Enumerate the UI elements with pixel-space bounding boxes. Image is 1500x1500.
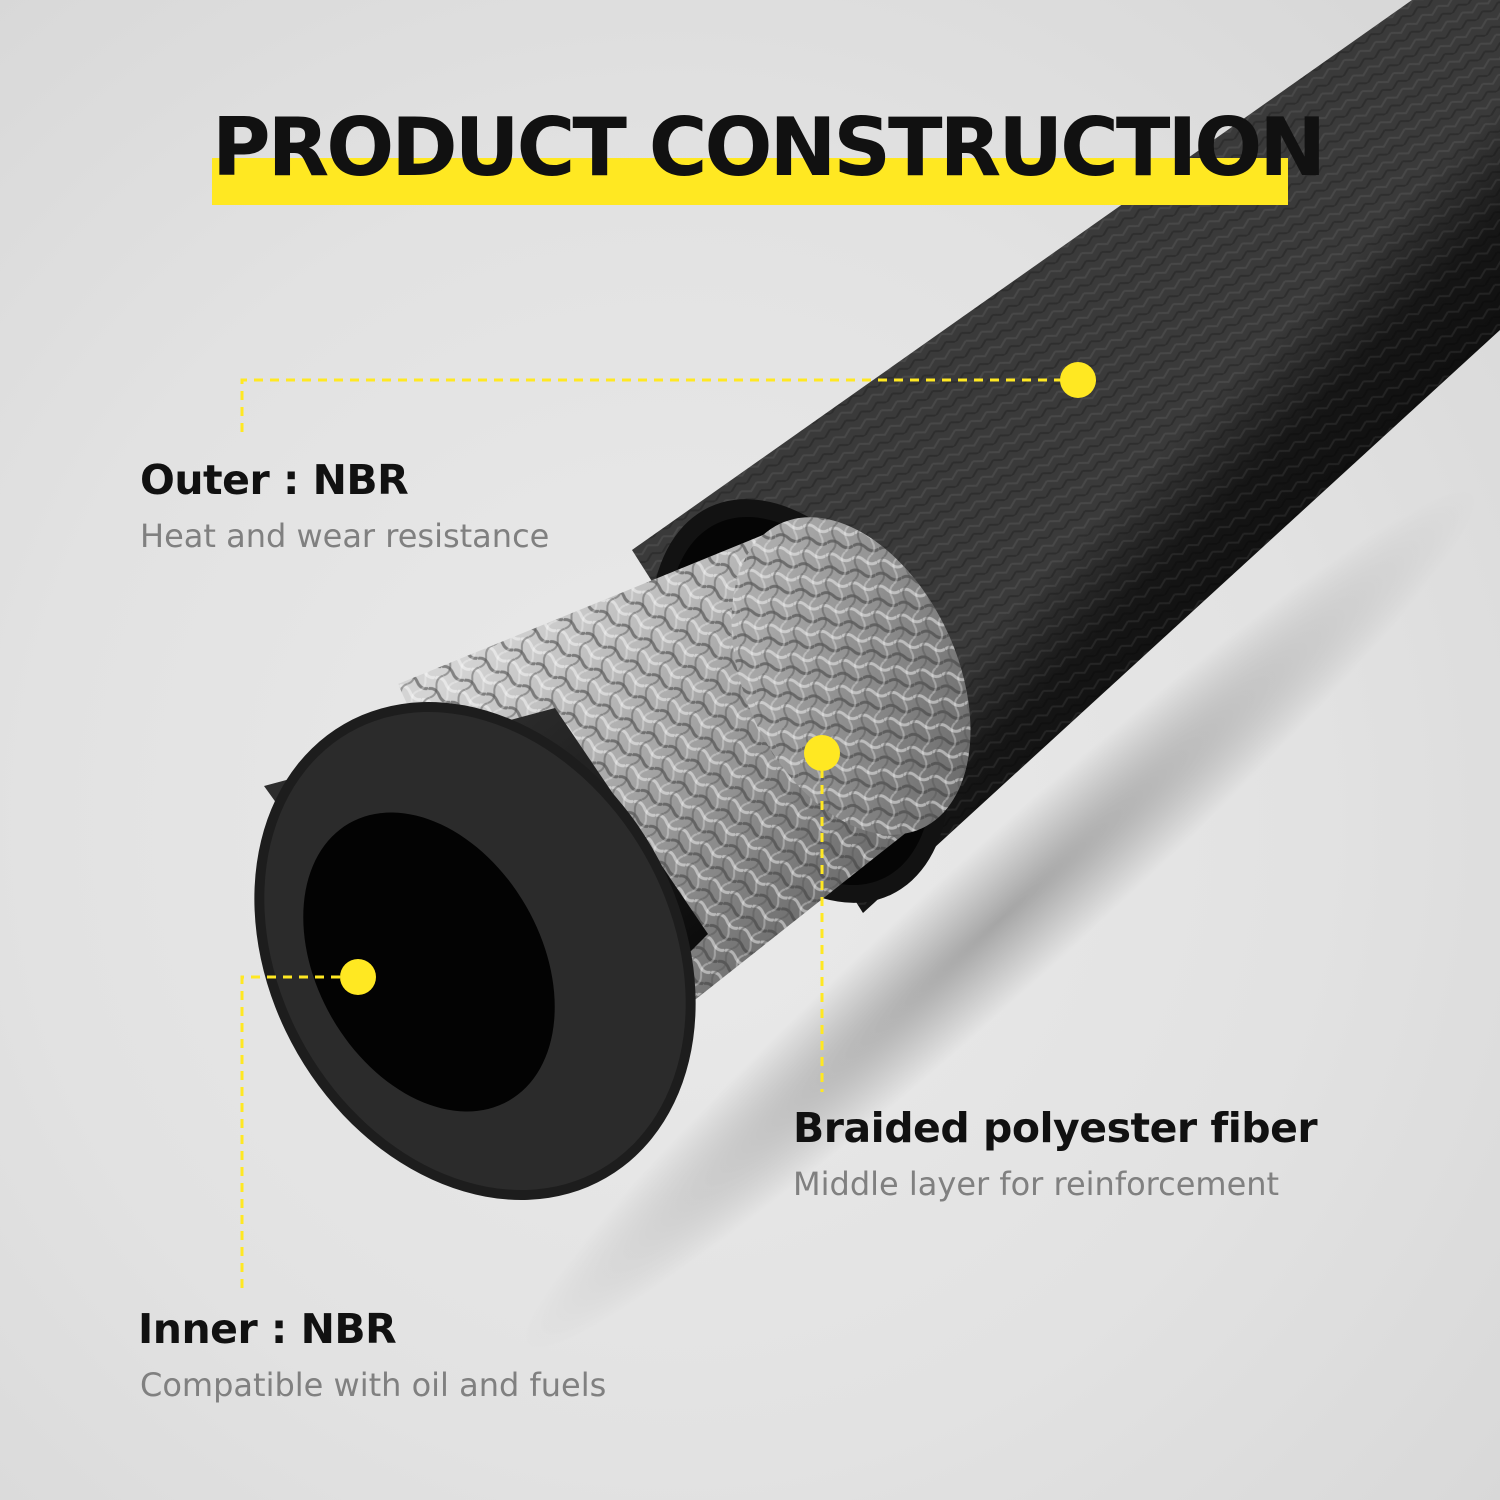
outer-layer-description: Heat and wear resistance <box>140 517 550 555</box>
title-highlight-bar <box>212 158 1288 205</box>
callout-leader-middle <box>804 735 840 1092</box>
hose-shadow <box>522 488 1478 1352</box>
page-title: PRODUCT CONSTRUCTION <box>212 101 1326 194</box>
inner-layer-description: Compatible with oil and fuels <box>140 1366 607 1404</box>
callout-leader-inner <box>240 959 376 1288</box>
outer-layer-label: Outer : NBR <box>140 456 409 504</box>
middle-layer-description: Middle layer for reinforcement <box>793 1165 1280 1203</box>
callout-leader-outer <box>240 362 1096 432</box>
middle-layer-label: Braided polyester fiber <box>793 1104 1318 1152</box>
inner-tube <box>254 702 708 1200</box>
inner-layer-label: Inner : NBR <box>138 1305 397 1353</box>
